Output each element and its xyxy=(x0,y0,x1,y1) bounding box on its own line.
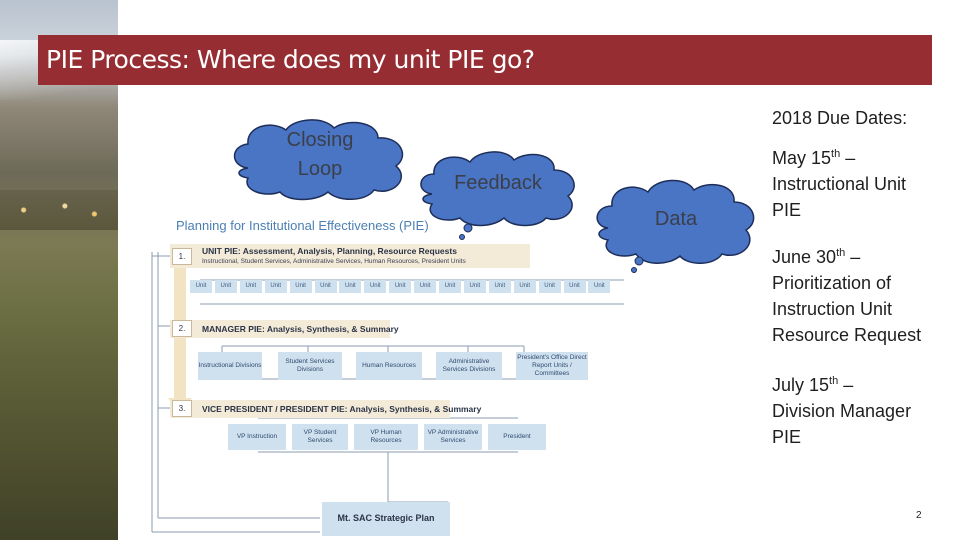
due-date-2-desc-1: Prioritization of xyxy=(772,273,892,293)
presidents-office-box: President's Office Direct Report Units /… xyxy=(516,352,588,380)
due-date-3-desc-1: Division Manager xyxy=(772,401,912,421)
title-banner: PIE Process: Where does my unit PIE go? xyxy=(38,35,932,85)
due-date-item-3: July 15th – Division Manager PIE xyxy=(772,372,911,450)
due-date-3-sup: th xyxy=(829,375,839,387)
step-1-bar xyxy=(170,244,530,268)
feedback-cloud-tail xyxy=(459,223,473,240)
human-resources-box: Human Resources xyxy=(356,352,422,380)
due-date-3-desc-2: PIE xyxy=(772,427,802,447)
unit-box: Unit xyxy=(339,280,362,293)
step-2-label: MANAGER PIE: Analysis, Synthesis, & Summ… xyxy=(202,324,399,334)
unit-box: Unit xyxy=(414,280,437,293)
due-date-2-date-line: June 30th – xyxy=(772,244,921,270)
unit-box: Unit xyxy=(214,280,237,293)
unit-box: Unit xyxy=(588,280,611,293)
step-1-number: 1. xyxy=(172,248,192,265)
pie-diagram: Planning for Institutional Effectiveness… xyxy=(148,212,658,538)
due-date-2-dash: – xyxy=(845,247,861,267)
step-3-number: 3. xyxy=(172,400,192,417)
step-2-bar xyxy=(170,320,390,338)
step-1-label: UNIT PIE: Assessment, Analysis, Planning… xyxy=(202,246,457,256)
data-cloud: Data xyxy=(590,176,762,266)
due-date-2-desc-3: Resource Request xyxy=(772,325,922,345)
due-date-2-date: June 30 xyxy=(772,247,837,267)
due-date-1-desc-2: PIE xyxy=(772,200,802,220)
due-date-3-date: July 15 xyxy=(772,375,830,395)
step-2-number: 2. xyxy=(172,320,192,337)
due-date-3-dash: – xyxy=(838,375,854,395)
step-3-bar xyxy=(170,400,450,418)
vp-administrative-services-box: VP Administrative Services xyxy=(424,424,482,450)
unit-box: Unit xyxy=(389,280,412,293)
diagram-title: Planning for Institutional Effectiveness… xyxy=(176,218,429,233)
due-date-3-date-line: July 15th – xyxy=(772,372,911,398)
unit-box: Unit xyxy=(439,280,461,293)
instructional-divisions-box: Instructional Divisions xyxy=(198,352,262,380)
vp-instruction-box: VP Instruction xyxy=(228,424,286,450)
data-cloud-tail xyxy=(631,256,644,273)
feedback-label: Feedback xyxy=(454,172,542,194)
due-date-item-1: May 15th – Instructional Unit PIE xyxy=(772,145,906,223)
unit-box: Unit xyxy=(314,280,337,293)
due-date-1-date-line: May 15th – xyxy=(772,145,906,171)
closing-loop-label-1: Closing xyxy=(286,129,354,151)
administrative-services-divisions-box: Administrative Services Divisions xyxy=(436,352,502,380)
city-lights xyxy=(0,190,118,230)
president-box: President xyxy=(488,424,546,450)
student-services-divisions-box: Student Services Divisions xyxy=(278,352,342,380)
data-label: Data xyxy=(654,208,698,230)
due-date-1-sup: th xyxy=(831,148,841,160)
step-1-sublabel: Instructional, Student Services, Adminis… xyxy=(202,258,466,265)
strategic-plan-box: Mt. SAC Strategic Plan xyxy=(322,502,450,536)
unit-box: Unit xyxy=(289,280,312,293)
page-number: 2 xyxy=(916,510,922,521)
feedback-cloud: Feedback xyxy=(414,148,582,228)
closing-loop-label-2: Loop xyxy=(297,158,343,180)
due-date-1-desc-1: Instructional Unit xyxy=(772,174,907,194)
vp-human-resources-box: VP Human Resources xyxy=(354,424,418,450)
step-3-label: VICE PRESIDENT / PRESIDENT PIE: Analysis… xyxy=(202,404,482,414)
closing-loop-cloud: Closing Loop xyxy=(228,116,412,202)
slide-title: PIE Process: Where does my unit PIE go? xyxy=(46,45,535,74)
unit-box: Unit xyxy=(538,280,561,293)
due-dates-heading: 2018 Due Dates: xyxy=(772,108,908,128)
unit-box: Unit xyxy=(513,280,536,293)
unit-box: Unit xyxy=(364,280,387,293)
unit-box: Unit xyxy=(190,280,212,293)
due-date-2-desc-2: Instruction Unit xyxy=(772,299,893,319)
due-date-1-date: May 15 xyxy=(772,148,832,168)
unit-box: Unit xyxy=(563,280,586,293)
unit-box: Unit xyxy=(488,280,511,293)
unit-box: Unit xyxy=(264,280,287,293)
unit-box: Unit xyxy=(463,280,486,293)
due-date-1-dash: – xyxy=(840,148,856,168)
vp-student-services-box: VP Student Services xyxy=(292,424,348,450)
due-date-2-sup: th xyxy=(836,247,846,259)
due-date-item-2: June 30th – Prioritization of Instructio… xyxy=(772,244,921,348)
unit-box: Unit xyxy=(239,280,262,293)
